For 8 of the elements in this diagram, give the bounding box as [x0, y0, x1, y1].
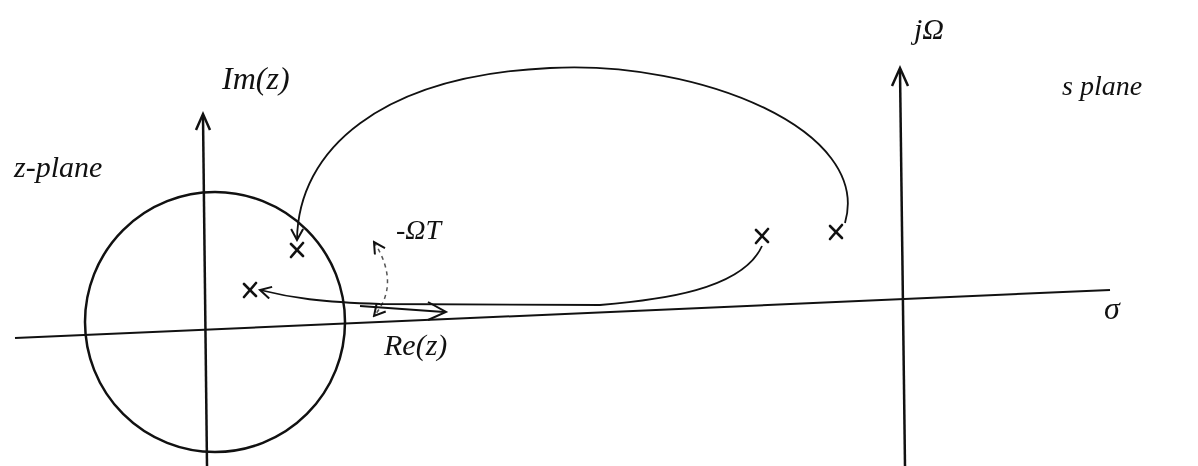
mapping-arrow	[259, 245, 763, 306]
axis-label: Im(z)	[222, 62, 290, 94]
axis-label: σ	[1104, 292, 1120, 324]
axis-label: -ΩT	[396, 216, 442, 244]
mapping-arrow	[291, 66, 849, 241]
axis-label: z-plane	[14, 152, 103, 182]
axis-label: s plane	[1062, 72, 1143, 100]
axis-label: Re(z)	[384, 330, 448, 360]
